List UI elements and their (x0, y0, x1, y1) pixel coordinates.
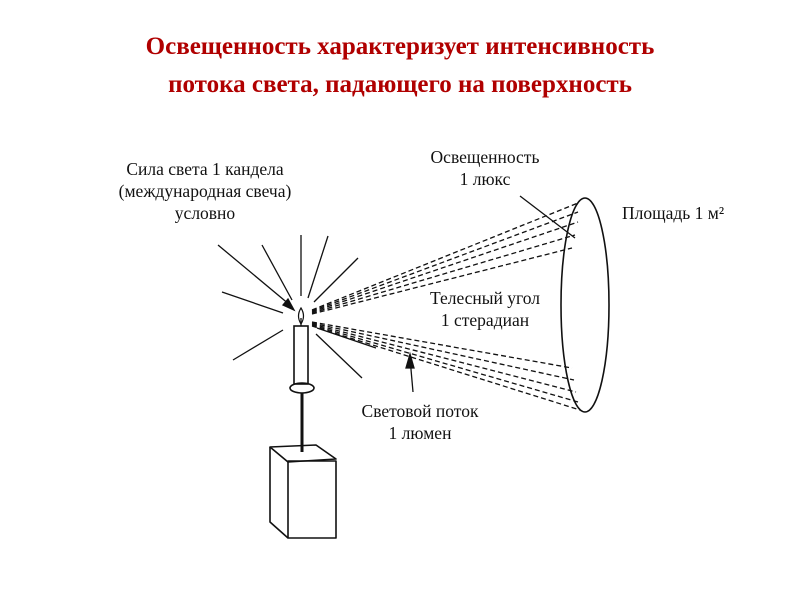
candela-line-1: Сила света 1 кандела (126, 159, 284, 179)
lux-line-1: Освещенность (430, 147, 540, 167)
slide-title: Освещенность характеризует интенсивность… (0, 28, 800, 104)
title-line-1: Освещенность характеризует интенсивность (145, 33, 655, 60)
candle-rays (217, 235, 377, 379)
box (269, 444, 337, 539)
candela-label: Сила света 1 кандела (международная свеч… (85, 158, 325, 224)
area-label: Площадь 1 м² (622, 203, 725, 223)
flux-line-2: 1 люмен (388, 423, 452, 443)
solid-angle-label: Телесный угол 1 стерадиан (405, 287, 565, 331)
lux-line-2: 1 люкс (459, 169, 511, 189)
candle (289, 306, 315, 452)
title-line-2: потока света, падающего на поверхность (168, 71, 632, 98)
candela-line-3: условно (174, 203, 236, 223)
flux-arrow-icon (405, 351, 415, 369)
candela-arrow-icon (281, 297, 296, 312)
light-beam-dashes (311, 202, 581, 411)
angle-line-2: 1 стерадиан (440, 310, 530, 330)
lux-pointer (519, 195, 576, 239)
angle-line-1: Телесный угол (429, 288, 541, 308)
illuminated-surface (560, 197, 610, 413)
lux-label: Освещенность 1 люкс (410, 146, 560, 190)
flux-label: Световой поток 1 люмен (340, 400, 500, 444)
flux-line-1: Световой поток (361, 401, 479, 421)
candela-line-2: (международная свеча) (118, 181, 292, 201)
